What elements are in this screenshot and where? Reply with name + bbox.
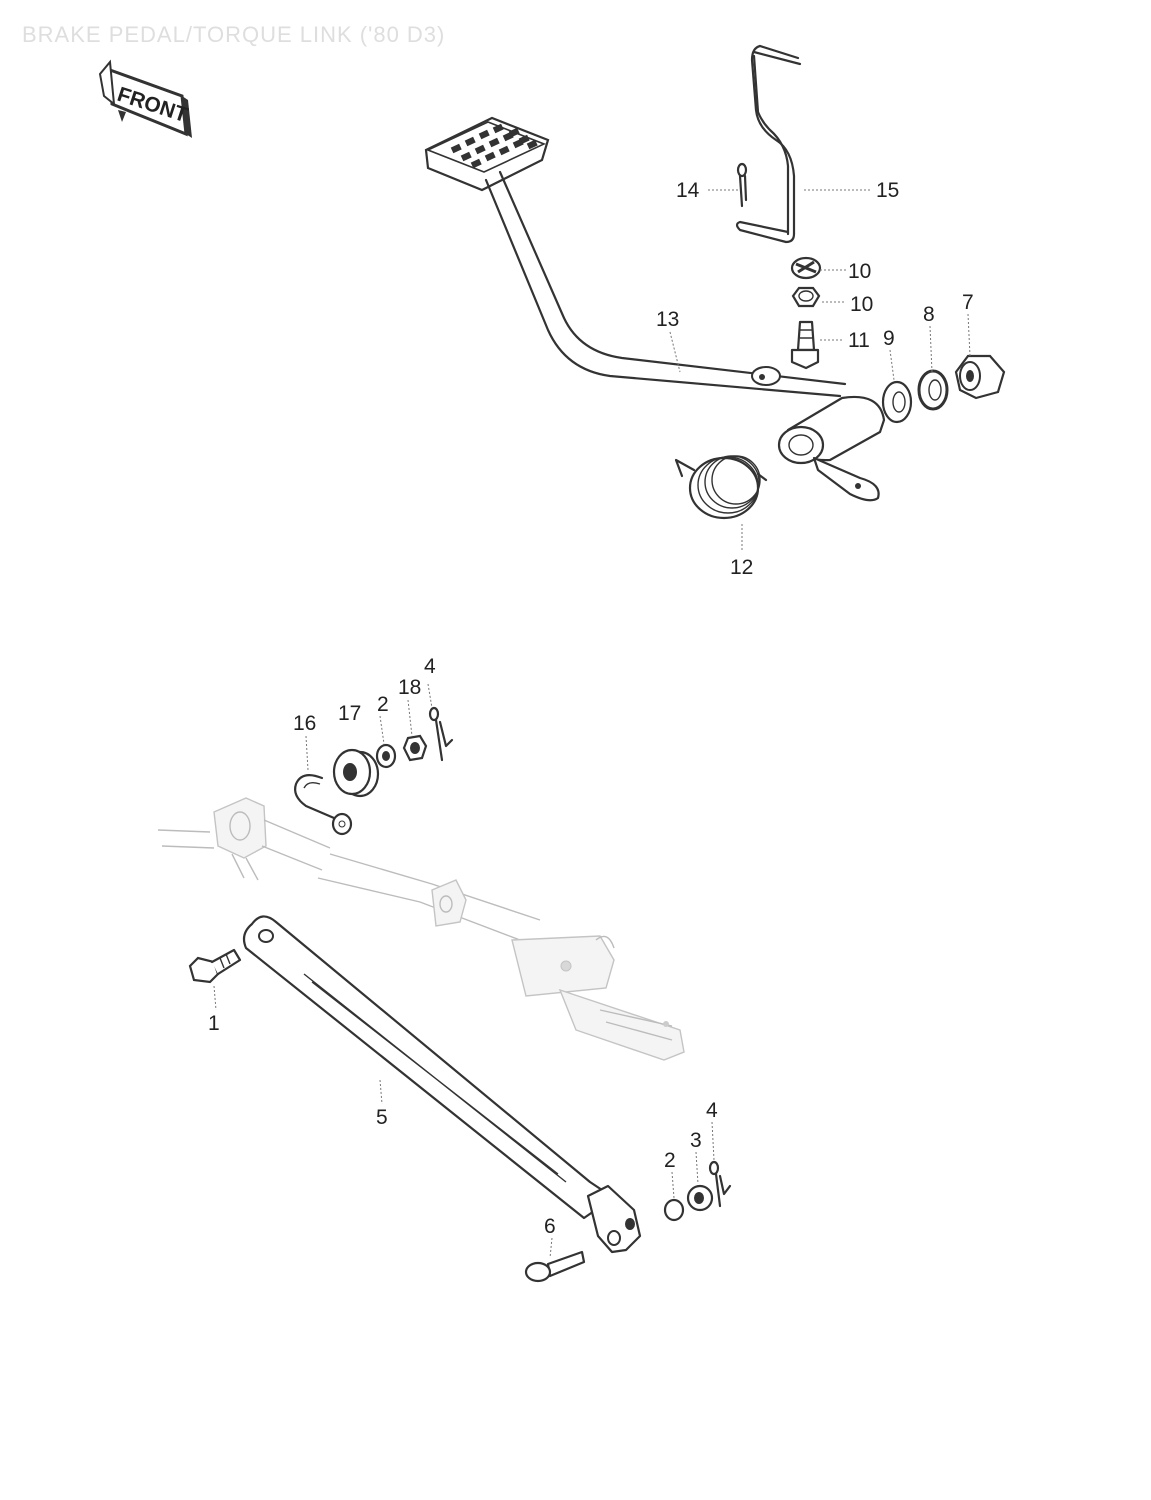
reference-swingarm xyxy=(157,797,685,1061)
part-6-bolt xyxy=(524,1250,586,1283)
part-2-washer-lower xyxy=(663,1198,685,1222)
lower-leader-lines xyxy=(213,683,715,1259)
callout-16: 16 xyxy=(293,712,316,735)
part-15-brake-rod xyxy=(735,44,802,244)
part-4-cotter-pin-upper xyxy=(428,706,454,762)
part-1-bolt xyxy=(188,948,242,984)
part-8-spring-washer xyxy=(917,369,949,411)
callout-2-upper: 2 xyxy=(377,693,389,716)
callout-12: 12 xyxy=(730,556,753,579)
part-10-nut-lower xyxy=(791,286,821,308)
diagram-title: BRAKE PEDAL/TORQUE LINK ('80 D3) xyxy=(22,22,446,47)
upper-leader-lines xyxy=(669,189,971,552)
callout-18: 18 xyxy=(398,676,421,699)
part-14-cotter-pin xyxy=(736,162,748,208)
front-arrow-icon xyxy=(118,110,126,122)
callout-13: 13 xyxy=(656,308,679,331)
part-18-nut xyxy=(402,734,428,762)
callout-4-lower: 4 xyxy=(706,1099,718,1122)
part-10-nut-upper xyxy=(790,256,822,280)
callout-4-upper: 4 xyxy=(424,655,436,678)
callout-15: 15 xyxy=(876,179,899,202)
callout-7: 7 xyxy=(962,291,974,314)
callout-17: 17 xyxy=(338,702,361,725)
callout-14: 14 xyxy=(676,179,700,202)
front-direction-badge: FRONT xyxy=(98,59,192,138)
callout-1: 1 xyxy=(208,1012,220,1035)
part-11-bolt xyxy=(790,320,820,370)
callout-10-lower: 10 xyxy=(850,293,873,316)
callout-5: 5 xyxy=(376,1106,388,1129)
part-4-cotter-pin-lower xyxy=(708,1160,732,1208)
callout-2-lower: 2 xyxy=(664,1149,676,1172)
part-16-safety-clip xyxy=(294,773,353,836)
callout-10-upper: 10 xyxy=(848,260,871,283)
callout-11: 11 xyxy=(848,329,870,352)
part-5-torque-link xyxy=(242,915,642,1254)
part-7-cap-nut xyxy=(954,354,1006,400)
part-3-nut xyxy=(686,1184,714,1212)
callout-8: 8 xyxy=(923,303,935,326)
callout-6: 6 xyxy=(544,1215,556,1238)
callout-3: 3 xyxy=(690,1129,702,1152)
part-2-washer-upper xyxy=(375,743,397,769)
part-9-washer xyxy=(881,380,913,424)
part-13-brake-pedal xyxy=(424,116,886,502)
callout-9: 9 xyxy=(883,327,895,350)
part-17-rubber-damper xyxy=(332,748,380,798)
part-12-return-spring xyxy=(674,455,768,520)
